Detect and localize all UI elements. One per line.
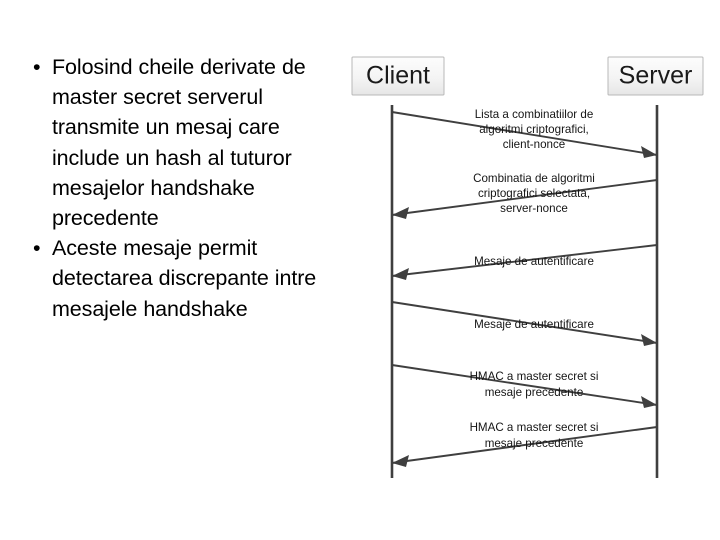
message-1-line [391, 111, 658, 156]
actor-box-server-rect [607, 56, 704, 96]
message-2: Combinatia de algoritmi criptografici se… [391, 172, 658, 219]
message-1-label-line-1: Lista a combinatiilor de [475, 108, 594, 121]
message-6-label-line-2: mesaje precedente [485, 437, 584, 450]
message-1-label-line-3: client-nonce [503, 138, 566, 151]
message-5-arrowhead-icon [641, 396, 657, 408]
message-3-line [391, 244, 658, 277]
message-4-arrowhead-icon [641, 334, 657, 346]
message-2-arrowhead-icon [392, 207, 409, 219]
message-4-label-line-1: Mesaje de autentificare [474, 318, 594, 331]
bullet-list: • Folosind cheile derivate de master sec… [24, 52, 344, 324]
message-2-label-line-1: Combinatia de algoritmi [473, 172, 595, 185]
message-1-label-line-2: algoritmi criptografici, [479, 123, 589, 136]
bullet-item-text: Folosind cheile derivate de master secre… [52, 55, 306, 231]
message-6-line [391, 426, 658, 464]
bullet-marker-icon: • [33, 236, 41, 261]
actor-box-server-label: Server [619, 62, 693, 90]
sequence-diagram-panel: Client Server Lista a combinatiilor de a… [344, 40, 720, 500]
message-4: Mesaje de autentificare [391, 301, 658, 346]
message-2-line [391, 179, 658, 216]
message-6: HMAC a master secret si mesaje precedent… [391, 421, 658, 467]
bullet-item-text: Aceste mesaje permit detectarea discrepa… [52, 236, 317, 321]
message-2-label-line-2: criptografici selectata, [478, 187, 590, 200]
list-item: • Aceste mesaje permit detectarea discre… [24, 233, 344, 324]
message-3-label-line-1: Mesaje de autentificare [474, 255, 594, 268]
message-3: Mesaje de autentificare [391, 244, 658, 280]
message-2-label-line-3: server-nonce [500, 202, 568, 215]
actor-box-client[interactable]: Client [351, 56, 445, 96]
sequence-diagram-svg: Client Server Lista a combinatiilor de a… [351, 56, 704, 478]
list-item: • Folosind cheile derivate de master sec… [24, 52, 344, 233]
message-5-line [391, 364, 658, 406]
bullet-marker-icon: • [33, 55, 41, 79]
message-3-arrowhead-icon [392, 268, 409, 280]
message-5: HMAC a master secret si mesaje precedent… [391, 364, 658, 408]
message-5-label-line-2: mesaje precedente [485, 386, 584, 399]
message-1: Lista a combinatiilor de algoritmi cript… [391, 108, 658, 158]
message-6-arrowhead-icon [392, 455, 409, 467]
message-4-line [391, 301, 658, 344]
actor-box-client-label: Client [366, 62, 430, 90]
bullet-text-panel: • Folosind cheile derivate de master sec… [24, 52, 344, 324]
message-5-label-line-1: HMAC a master secret si [470, 370, 599, 383]
message-1-arrowhead-icon [641, 146, 657, 158]
actor-box-server[interactable]: Server [607, 56, 704, 96]
actor-box-client-rect [351, 56, 445, 96]
message-6-label-line-1: HMAC a master secret si [470, 421, 599, 434]
